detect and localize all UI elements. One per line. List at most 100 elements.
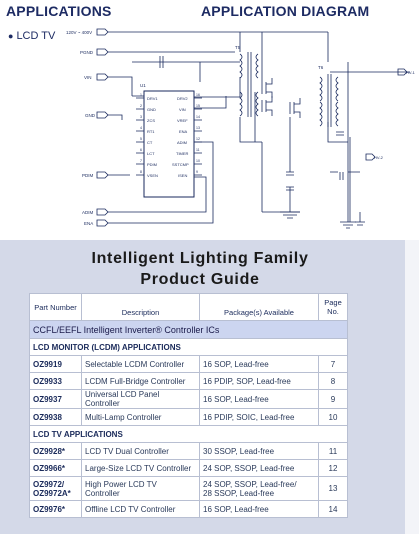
pin-num-r7: 10 [196, 159, 200, 163]
pin-num-l8: 8 [140, 170, 142, 174]
pin-r1: DRV2 [177, 96, 188, 101]
description-cell: Selectable LCDM Controller [81, 355, 200, 373]
pin-num-r3: 14 [196, 115, 200, 119]
port-gnd [96, 111, 109, 119]
page-cell: 11 [318, 442, 348, 460]
title-line-1: Intelligent Lighting Family [91, 250, 309, 267]
product-table: Part Number Description Package(s) Avail… [29, 293, 348, 518]
pin-l4: RT1 [147, 129, 155, 134]
pin-l1: DRV1 [147, 96, 158, 101]
application-diagram-heading: APPLICATION DIAGRAM [201, 3, 370, 19]
page-cell: 10 [318, 408, 348, 426]
pin-num-r8: 9 [196, 170, 198, 174]
pin-l5: CT [147, 140, 153, 145]
description-cell: Universal LCD Panel Controller [81, 389, 200, 409]
ena-label: ENA [84, 221, 93, 226]
pin-r6: TIMER [176, 151, 189, 156]
package-cell: 24 SOP, SSOP, Lead-free/ 28 SSOP, Lead-f… [199, 476, 319, 501]
output-ports: HV-1 HV-2 [365, 68, 416, 161]
pdim-label: PDIM [82, 173, 94, 178]
pin-num-r6: 11 [196, 148, 200, 152]
t5-label: T5 [235, 45, 241, 50]
pin-num-l5: 5 [140, 137, 142, 141]
header-package: Package(s) Available [199, 293, 319, 321]
port-pdim [96, 171, 109, 179]
description-cell: High Power LCD TV Controller [81, 476, 200, 501]
page-cell: 13 [318, 476, 348, 501]
pin-l2: GND [147, 107, 156, 112]
title-line-2: Product Guide [140, 271, 260, 288]
product-guide-section: Intelligent Lighting Family Product Guid… [0, 240, 419, 534]
package-cell: 16 PDIP, SOIC, Lead-free [199, 408, 319, 426]
pin-r2: VIN [179, 107, 186, 112]
pin-num-l1: 1 [140, 93, 142, 97]
transformer-t5: T5 [235, 45, 259, 117]
gnd-label: GND [85, 113, 96, 118]
pin-r8: ISEN [178, 173, 187, 178]
port-hv2 [365, 153, 376, 161]
description-cell: Offline LCD TV Controller [81, 500, 200, 518]
application-label: LCD TV [16, 30, 56, 42]
port-hv1 [397, 68, 408, 76]
part-number-cell: OZ9937 [29, 389, 82, 409]
application-diagram: 120V ~ 400V PGND VIN GND PDIM ADIM ENA [66, 28, 416, 229]
package-cell: 30 SSOP, Lead-free [199, 442, 319, 460]
page-edge [405, 240, 419, 534]
vin-label: VIN [84, 75, 92, 80]
wires [108, 31, 410, 224]
pin-num-l6: 6 [140, 148, 142, 152]
application-section: APPLICATIONS APPLICATION DIAGRAM ●LCD TV… [0, 0, 419, 240]
pin-num-r2: 15 [196, 104, 200, 108]
package-cell: 16 SOP, Lead-free [199, 389, 319, 409]
group-title: LCD MONITOR (LCDM) APPLICATIONS [29, 338, 348, 356]
port-vin [96, 73, 109, 81]
pin-num-r5: 12 [196, 137, 200, 141]
package-cell: 16 SOP, Lead-free [199, 355, 319, 373]
pin-l6: LCT [147, 151, 155, 156]
capacitor-c1 [159, 56, 164, 68]
pin-r5: ADIM [177, 140, 187, 145]
grounds [280, 131, 365, 229]
pin-num-r1: 16 [196, 93, 200, 97]
product-guide-title: Intelligent Lighting Family Product Guid… [20, 248, 380, 290]
package-cell: 16 PDIP, SOP, Lead-free [199, 372, 319, 390]
pin-r3: VREF [177, 118, 188, 123]
section-row: CCFL/EEFL Intelligent Inverter® Controll… [29, 320, 348, 339]
pin-r4: ENA [179, 129, 188, 134]
hv2-label: HV-2 [374, 155, 384, 160]
package-cell: 16 SOP, Lead-free [199, 500, 319, 518]
page-cell: 8 [318, 372, 348, 390]
description-cell: LCDM Full-Bridge Controller [81, 372, 200, 390]
part-number-cell: OZ9933 [29, 372, 82, 390]
group-title: LCD TV APPLICATIONS [29, 425, 348, 443]
pin-r7: SSTCMP [172, 162, 189, 167]
part-number-cell: OZ9919 [29, 355, 82, 373]
header-description: Description [81, 293, 200, 321]
table-row: OZ9972/ OZ9972A*High Power LCD TV Contro… [29, 476, 348, 501]
port-supply [96, 28, 109, 36]
description-cell: Multi-Lamp Controller [81, 408, 200, 426]
applications-heading: APPLICATIONS [6, 3, 112, 19]
part-number-cell: OZ9972/ OZ9972A* [29, 476, 82, 501]
pin-num-r4: 13 [196, 126, 200, 130]
pgnd-label: PGND [80, 50, 94, 55]
pin-num-l2: 2 [140, 104, 142, 108]
mosfets [261, 78, 301, 118]
group-row: LCD TV APPLICATIONS [29, 425, 348, 443]
pin-l3: ZCS [147, 118, 155, 123]
part-number-cell: OZ9938 [29, 408, 82, 426]
group-row: LCD MONITOR (LCDM) APPLICATIONS [29, 338, 348, 356]
pin-num-l4: 4 [140, 126, 142, 130]
chip-label: U1 [140, 83, 146, 88]
transformer-t6: T6 [318, 65, 339, 127]
description-cell: Large-Size LCD TV Controller [81, 459, 200, 477]
header-part-number: Part Number [29, 293, 82, 321]
bullet-icon: ● [8, 31, 14, 41]
header-page: Page No. [318, 293, 348, 321]
